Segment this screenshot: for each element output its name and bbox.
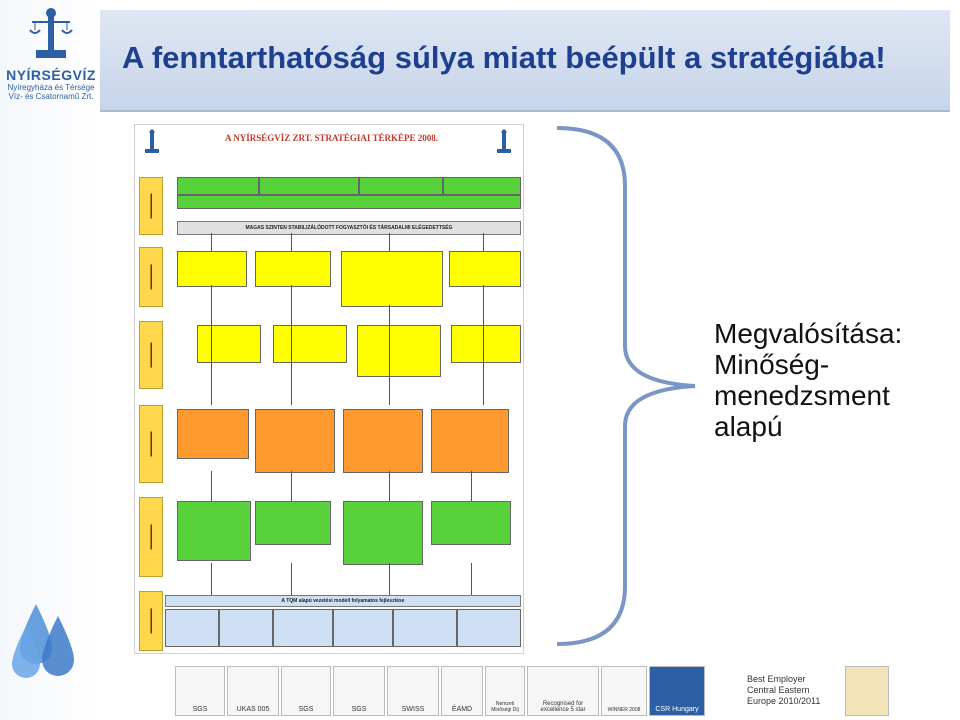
map-connector bbox=[483, 285, 484, 405]
certification-badge: WINNER 2008 bbox=[601, 666, 647, 716]
title-bar: A fenntarthatóság súlya miatt beépült a … bbox=[100, 10, 950, 112]
side-note-line2: Minőség- bbox=[714, 349, 830, 380]
map-connector bbox=[291, 471, 292, 501]
left-strip bbox=[0, 0, 100, 720]
csr-hungary-badge: CSR Hungary bbox=[649, 666, 705, 716]
map-connector bbox=[291, 233, 292, 251]
map-cell bbox=[177, 251, 247, 287]
award-badge bbox=[845, 666, 889, 716]
map-cell bbox=[341, 251, 443, 307]
map-bottom-band: A TQM alapú vezetési modell folyamatos f… bbox=[165, 595, 521, 607]
row-label-2: ▬▬▬▬▬ bbox=[139, 247, 163, 307]
row-label-6: ▬▬▬▬▬ bbox=[139, 591, 163, 651]
map-cell bbox=[457, 609, 521, 647]
map-cell bbox=[449, 251, 521, 287]
map-cell bbox=[255, 501, 331, 545]
certification-logos: SGS UKAS 005 SGS SGS SWISS ÉAMD Nemzeti … bbox=[175, 664, 960, 720]
map-connector bbox=[211, 285, 212, 405]
map-connector bbox=[471, 471, 472, 501]
map-cell bbox=[255, 409, 335, 473]
side-note-line3: menedzsment bbox=[714, 380, 890, 411]
map-cell bbox=[359, 177, 443, 195]
map-cell bbox=[165, 609, 219, 647]
map-cell bbox=[443, 177, 521, 195]
row-label-1: ▬▬▬▬▬ bbox=[139, 177, 163, 235]
row-label-5: ▬▬▬▬▬ bbox=[139, 497, 163, 577]
row-label-4: ▬▬▬▬▬ bbox=[139, 405, 163, 483]
map-cell bbox=[259, 177, 359, 195]
row-label-3: ▬▬▬▬▬ bbox=[139, 321, 163, 389]
company-logo: NYÍRSÉGVÍZ Nyíregyháza és Térsége Víz- é… bbox=[4, 6, 98, 110]
side-note-line1: Megvalósítása: bbox=[714, 318, 903, 349]
map-cell bbox=[177, 177, 259, 195]
map-cell bbox=[197, 325, 261, 363]
map-cell bbox=[255, 251, 331, 287]
side-note-line4: alapú bbox=[714, 411, 783, 442]
certification-badge: Nemzeti Minőségi Díj bbox=[485, 666, 525, 716]
map-cell bbox=[431, 409, 509, 473]
map-cell bbox=[333, 609, 393, 647]
slide-title: A fenntarthatóság súlya miatt beépült a … bbox=[122, 40, 886, 75]
map-connector bbox=[291, 285, 292, 405]
certification-badge: SGS bbox=[175, 666, 225, 716]
map-cell bbox=[431, 501, 511, 545]
map-connector bbox=[389, 233, 390, 251]
map-logo-left-icon bbox=[145, 129, 159, 153]
map-connector bbox=[211, 233, 212, 251]
justice-statue-icon bbox=[29, 8, 73, 58]
map-connector bbox=[389, 563, 390, 595]
side-note: Megvalósítása: Minőség- menedzsment alap… bbox=[714, 318, 902, 442]
certification-badge: ÉAMD bbox=[441, 666, 483, 716]
map-cell bbox=[357, 325, 441, 377]
water-drops-icon bbox=[12, 604, 74, 678]
map-logo-right-icon bbox=[497, 129, 511, 153]
strategy-map-title: A NYÍRSÉGVÍZ ZRT. STRATÉGIAI TÉRKÉPE 200… bbox=[225, 133, 438, 143]
map-cell bbox=[177, 501, 251, 561]
map-cell bbox=[177, 409, 249, 459]
logo-subtitle: Nyíregyháza és Térsége Víz- és Csatornam… bbox=[7, 83, 95, 101]
map-cell bbox=[273, 609, 333, 647]
strategy-map-image: A NYÍRSÉGVÍZ ZRT. STRATÉGIAI TÉRKÉPE 200… bbox=[134, 124, 524, 654]
map-connector bbox=[389, 305, 390, 405]
map-cell bbox=[343, 501, 423, 565]
certification-badge: SWISS bbox=[387, 666, 439, 716]
map-cell bbox=[273, 325, 347, 363]
efqm-badge: Recognised for excellence 5 star bbox=[527, 666, 599, 716]
map-connector bbox=[483, 233, 484, 251]
map-connector bbox=[291, 563, 292, 595]
logo-name: NYÍRSÉGVÍZ bbox=[6, 67, 96, 83]
certification-badge: SGS bbox=[333, 666, 385, 716]
map-connector bbox=[471, 563, 472, 595]
map-cell bbox=[219, 609, 273, 647]
map-cell bbox=[393, 609, 457, 647]
best-employer-badge: Best Employer Central Eastern Europe 201… bbox=[707, 666, 837, 714]
certification-badge: UKAS 005 bbox=[227, 666, 279, 716]
map-main-band: MAGAS SZINTEN STABILIZÁLÓDOTT FOGYASZTÓI… bbox=[177, 221, 521, 235]
map-connector bbox=[211, 471, 212, 501]
map-connector bbox=[211, 563, 212, 595]
map-cell bbox=[177, 195, 521, 209]
curly-brace-icon bbox=[556, 126, 696, 646]
map-connector bbox=[389, 471, 390, 501]
map-cell bbox=[451, 325, 521, 363]
certification-badge: SGS bbox=[281, 666, 331, 716]
map-cell bbox=[343, 409, 423, 473]
